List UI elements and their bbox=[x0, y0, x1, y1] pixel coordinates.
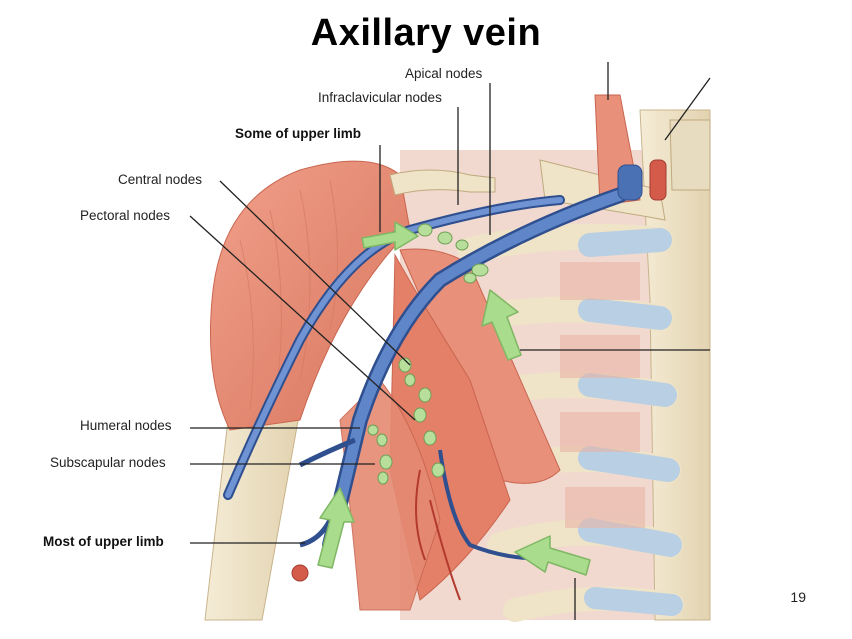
subclavian-artery bbox=[649, 159, 667, 201]
leader-lines bbox=[189, 62, 711, 620]
label-humeral-nodes: Humeral nodes bbox=[80, 418, 172, 433]
label-most-of-upper-limb: Most of upper limb bbox=[43, 534, 164, 549]
intercostal-muscles bbox=[560, 262, 645, 528]
subclavian-vein bbox=[617, 164, 643, 201]
label-infraclavicular-nodes: Infraclavicular nodes bbox=[318, 90, 442, 105]
lymph-nodes bbox=[367, 223, 489, 485]
arrow-upper-limb bbox=[361, 221, 419, 251]
small-arterial-branches bbox=[415, 469, 461, 601]
arrow-lower-limb bbox=[317, 487, 355, 569]
arrow-pectoral bbox=[481, 289, 522, 361]
label-pectoral-nodes: Pectoral nodes bbox=[80, 208, 171, 223]
slide-title: Axillary vein bbox=[310, 12, 542, 54]
label-central-nodes: Central nodes bbox=[118, 172, 203, 187]
label-apical-nodes: Apical nodes bbox=[405, 66, 483, 81]
brachial-veins bbox=[298, 437, 356, 548]
spine-segment bbox=[669, 119, 711, 191]
clavicle bbox=[389, 169, 496, 196]
label-some-of-upper-limb: Some of upper limb bbox=[235, 126, 362, 141]
page-number: 19 bbox=[790, 589, 806, 605]
brachial-artery-cut bbox=[291, 564, 309, 582]
pectoralis-minor bbox=[399, 248, 561, 484]
label-subscapular-nodes: Subscapular nodes bbox=[50, 455, 166, 470]
arrow-thoracic bbox=[514, 535, 591, 576]
flow-arrows bbox=[317, 221, 591, 576]
